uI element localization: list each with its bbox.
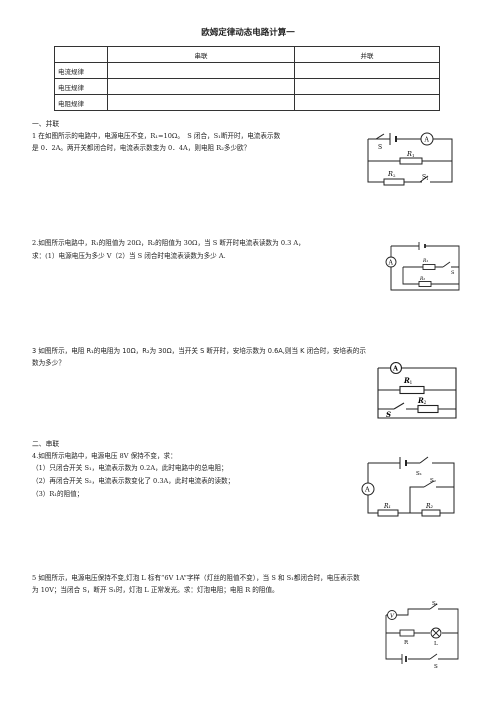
q5-text-line2: 为 10V；当闭合 S，断开 S₁时，灯泡 L 正常发光。求：灯泡电阻；电阻 R… <box>32 586 279 594</box>
row-label-voltage: 电压规律 <box>54 78 108 95</box>
q1-r1-sub: 1 <box>412 153 415 158</box>
q4-s2-label: S₂ <box>430 478 436 484</box>
q3-ammeter-label: A <box>392 365 399 373</box>
table-cell <box>107 78 295 95</box>
q1-ammeter-label: A <box>424 137 430 144</box>
table-row: 电流规律 <box>54 62 440 79</box>
page-title: 欧姆定律动态电路计算一 <box>201 28 295 38</box>
table-header-parallel: 并联 <box>294 46 440 63</box>
q1-text-line2: 是 0．2A。两开关都闭合时，电流表示数变为 0．4A，则电阻 R₂多少欧？ <box>32 144 251 152</box>
q4-circuit-diagram: A S₁ S₂ R₁ R₂ <box>361 456 455 517</box>
q4-r1-label: R₁ <box>383 503 391 510</box>
q3-r1-label: R <box>403 376 410 385</box>
q5-r-label: R <box>404 640 409 646</box>
q1-s1-sub: 1 <box>426 176 429 181</box>
q2-r1-label: R₁ <box>422 258 428 264</box>
q3-r2-sub: 2 <box>424 400 427 406</box>
row-label-resistance: 电阻规律 <box>54 94 108 111</box>
row-label-current: 电流规律 <box>54 62 108 79</box>
q1-s1-label: S <box>422 174 426 181</box>
q3-r2-label: R <box>417 396 424 405</box>
table-row: 电压规律 <box>54 78 440 95</box>
table-cell <box>294 94 440 111</box>
q3-r1-sub: 1 <box>410 380 413 386</box>
q3-switch-label: S <box>386 410 391 419</box>
q1-circuit-diagram: S A R 1 R 2 S 1 <box>367 132 453 186</box>
table-cell <box>107 94 295 111</box>
q5-voltmeter-label: V <box>390 614 395 620</box>
table-cell <box>294 78 440 95</box>
q1-r1-label: R <box>406 150 412 158</box>
q5-text-line1: 5 如图所示，电源电压保持不变,灯泡 L 标有“6V 1A”字样（灯丝的阻值不变… <box>32 574 360 582</box>
rules-table: 串联 并联 电流规律 电压规律 电阻规律 <box>54 46 440 111</box>
q1-switch-s-label: S <box>378 144 382 151</box>
q5-s-label: S <box>434 664 438 669</box>
q4-ammeter-label: A <box>364 486 370 494</box>
q5-circuit-diagram: V S₁ R L S <box>385 601 459 669</box>
table-cell <box>294 62 440 79</box>
table-header-row: 串联 并联 <box>54 46 440 63</box>
q4-text-line4: （3）R₁的阻值； <box>32 490 84 498</box>
q4-text-line2: （1）只闭合开关 S₁，电流表示数为 0.2A，此时电路中的总电阻； <box>32 464 228 472</box>
q4-text-line3: （2）再闭合开关 S₂，电流表示数变化了 0.3A，此时电流表的读数； <box>32 477 235 485</box>
q1-text-line1: 1 在如图所示的电路中，电源电压不变，R₁=10Ω。 S 闭合，S₁断开时，电流… <box>32 132 281 140</box>
q4-s1-label: S₁ <box>416 471 422 477</box>
table-row: 电阻规律 <box>54 94 440 111</box>
q2-r2-label: R₂ <box>419 276 425 282</box>
section-heading-series: 二、串联 <box>32 440 60 448</box>
table-cell <box>107 62 295 79</box>
q2-ammeter-label: A <box>388 260 394 267</box>
q2-text-line2: 求：(1）电源电压为多少 V（2）当 S 闭合时电流表读数为多少 A. <box>32 252 226 260</box>
q3-circuit-diagram: A R 1 R 2 S <box>377 362 457 419</box>
section-heading-parallel: 一、并联 <box>32 120 60 128</box>
table-header-cell <box>54 46 108 63</box>
q5-s1-label: S₁ <box>432 601 438 607</box>
q5-lamp-label: L <box>434 641 438 647</box>
q4-text-line1: 4.如图所示电路中，电源电压 8V 保持不变，求： <box>32 452 177 460</box>
q4-r2-label: R₂ <box>425 503 434 510</box>
q3-text-line1: 3 如图所示，电阻 R₁的电阻为 10Ω，R₂为 30Ω，当开关 S 断开时，安… <box>32 347 366 355</box>
q2-switch-label: S <box>451 270 455 276</box>
q1-r2-label: R <box>387 170 393 178</box>
q2-text-line1: 2.如图所示电路中，R₁的阻值为 20Ω，R₂的阻值为 30Ω，当 S 断开时电… <box>32 239 305 247</box>
q2-circuit-diagram: A R₁ R₂ S <box>385 242 460 291</box>
q1-r2-sub: 2 <box>393 173 396 178</box>
q3-text-line2: 数为多少？ <box>32 359 65 367</box>
table-header-series: 串联 <box>107 46 295 63</box>
